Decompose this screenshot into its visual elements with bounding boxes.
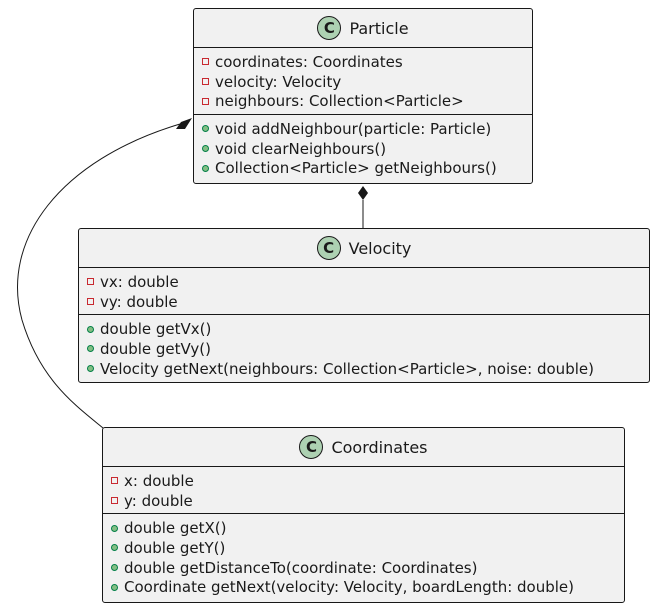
method-text: void clearNeighbours() [215, 139, 387, 158]
public-visibility-icon [111, 564, 118, 572]
private-visibility-icon [202, 97, 209, 105]
attribute-text: vy: double [100, 292, 178, 311]
class-velocity: C Velocity vx: double vy: double double … [78, 228, 650, 383]
class-name: Particle [349, 18, 409, 38]
class-stereotype-icon: C [317, 16, 342, 40]
private-visibility-icon [87, 278, 94, 286]
method-text: Coordinate getNext(velocity: Velocity, b… [124, 578, 575, 597]
method-row: double getVy() [87, 339, 649, 359]
attribute-row: vy: double [87, 292, 649, 312]
method-row: double getVx() [87, 319, 649, 339]
class-particle: C Particle coordinates: Coordinates velo… [193, 8, 533, 184]
attribute-text: neighbours: Collection<Particle> [215, 92, 464, 111]
attribute-row: coordinates: Coordinates [202, 52, 532, 72]
attribute-list: coordinates: Coordinates velocity: Veloc… [194, 48, 532, 116]
method-row: double getDistanceTo(coordinate: Coordin… [111, 558, 624, 578]
attribute-row: vx: double [87, 272, 649, 292]
class-header: C Coordinates [103, 428, 624, 467]
method-row: double getY() [111, 538, 624, 558]
private-visibility-icon [202, 78, 209, 86]
attribute-list: x: double y: double [103, 467, 624, 515]
method-text: double getVy() [100, 339, 211, 358]
method-row: Collection<Particle> getNeighbours() [202, 158, 532, 178]
attribute-text: coordinates: Coordinates [215, 52, 403, 71]
method-list: double getVx() double getVy() Velocity g… [79, 315, 649, 381]
class-stereotype-icon: C [299, 435, 324, 459]
attribute-row: y: double [111, 491, 624, 511]
method-list: void addNeighbour(particle: Particle) vo… [194, 115, 532, 181]
private-visibility-icon [111, 477, 118, 485]
public-visibility-icon [202, 164, 209, 172]
particle-velocity-diamond-icon [358, 186, 368, 200]
class-header: C Particle [194, 9, 532, 48]
method-row: Velocity getNext(neighbours: Collection<… [87, 359, 649, 379]
public-visibility-icon [111, 544, 118, 552]
attribute-row: x: double [111, 471, 624, 491]
method-row: void clearNeighbours() [202, 139, 532, 159]
method-list: double getX() double getY() double getDi… [103, 514, 624, 600]
method-text: double getDistanceTo(coordinate: Coordin… [124, 558, 478, 577]
method-row: double getX() [111, 518, 624, 538]
public-visibility-icon [87, 365, 94, 373]
private-visibility-icon [111, 497, 118, 505]
attribute-list: vx: double vy: double [79, 268, 649, 316]
public-visibility-icon [87, 325, 94, 333]
method-text: double getVx() [100, 320, 212, 339]
method-text: double getY() [124, 538, 226, 557]
class-stereotype-icon: C [316, 236, 341, 260]
public-visibility-icon [202, 125, 209, 133]
private-visibility-icon [87, 298, 94, 306]
class-header: C Velocity [79, 229, 649, 268]
public-visibility-icon [111, 583, 118, 591]
attribute-text: x: double [124, 471, 194, 490]
attribute-text: y: double [124, 491, 193, 510]
class-name: Velocity [348, 238, 412, 258]
class-name: Coordinates [331, 437, 428, 457]
method-text: Collection<Particle> getNeighbours() [215, 159, 497, 178]
class-coordinates: C Coordinates x: double y: double double… [102, 427, 625, 603]
particle-coordinates-diamond-icon [176, 118, 192, 129]
method-text: Velocity getNext(neighbours: Collection<… [100, 359, 594, 378]
attribute-row: velocity: Velocity [202, 72, 532, 92]
attribute-text: velocity: Velocity [215, 72, 342, 91]
method-row: Coordinate getNext(velocity: Velocity, b… [111, 577, 624, 597]
public-visibility-icon [202, 145, 209, 153]
particle-coordinates-composition [17, 123, 181, 429]
public-visibility-icon [87, 345, 94, 353]
attribute-text: vx: double [100, 272, 179, 291]
private-visibility-icon [202, 58, 209, 66]
method-text: double getX() [124, 519, 227, 538]
method-row: void addNeighbour(particle: Particle) [202, 119, 532, 139]
method-text: void addNeighbour(particle: Particle) [215, 119, 492, 138]
attribute-row: neighbours: Collection<Particle> [202, 91, 532, 111]
public-visibility-icon [111, 524, 118, 532]
